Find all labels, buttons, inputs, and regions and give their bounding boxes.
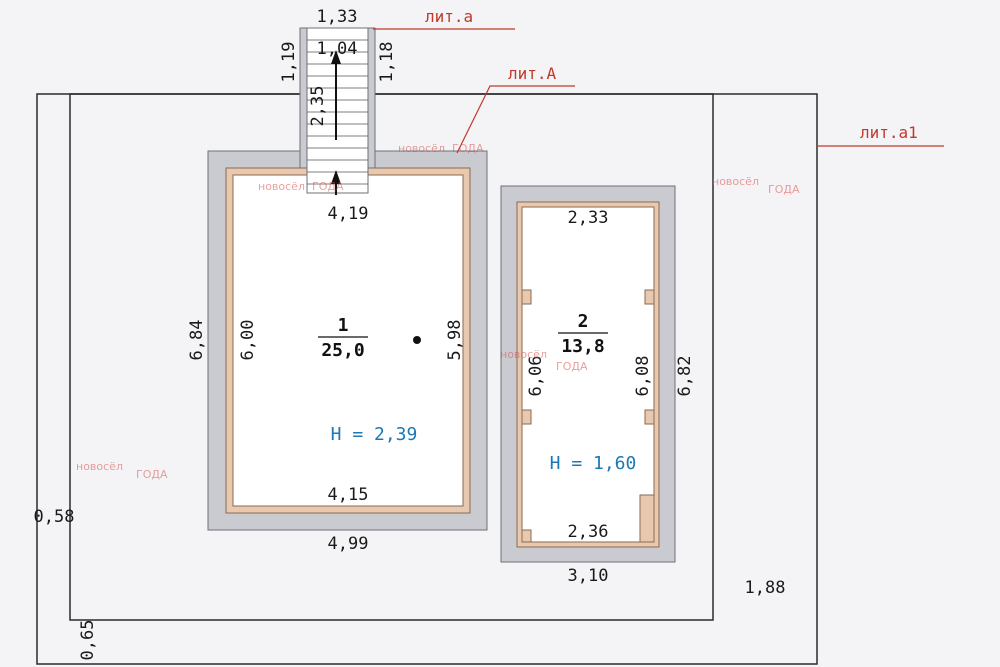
watermark-tag: ГОДА [556,360,588,373]
dim-room1-left-outer: 6,84 [187,320,207,361]
dim-room2-top: 2,33 [568,208,609,228]
watermark-tag: ГОДА [452,142,484,155]
dim-stair-inner: 1,04 [317,39,358,59]
room2-area: 13,8 [561,336,604,357]
dim-stair-length: 2,35 [308,86,328,127]
dim-left-gap: 0,58 [34,507,75,527]
dim-room1-left-inner: 6,00 [238,320,258,361]
dim-room1-bottom-inner: 4,15 [328,485,369,505]
dim-room1-bottom-outer: 4,99 [328,534,369,554]
dim-room1-top: 4,19 [328,204,369,224]
watermark-4: новосёл ГОДА [76,460,168,481]
room2-number: 2 [578,311,589,332]
room1-floor [232,174,464,507]
watermark-3: новосёл ГОДА [712,175,800,196]
label-lit-a1: лит.а1 [860,123,918,142]
room1-number: 1 [338,315,349,336]
room1-center-marker [413,336,421,344]
watermark-brand: новосёл [500,348,547,361]
dim-room1-right: 5,98 [445,320,465,361]
dim-room2-bottom-outer: 3,10 [568,566,609,586]
dim-stair-left: 1,19 [279,42,299,83]
room1-label: 1 25,0 [318,315,368,361]
watermark-brand: новосёл [712,175,759,188]
leader-lit-A [456,85,575,154]
dim-bottom-gap: 0,65 [78,620,98,661]
watermark-5: новосёл ГОДА [500,348,588,373]
watermark-brand: новосёл [258,180,305,193]
dim-right-gap: 1,88 [745,578,786,598]
dim-room2-right-outer: 6,82 [675,356,695,397]
watermark-2: новосёл ГОДА [398,142,484,155]
dim-room2-left: 6,06 [526,356,546,397]
stair-direction-arrow [331,50,341,195]
outer-boundary-inner [69,93,714,621]
watermark-brand: новосёл [398,142,445,155]
dim-room2-right-inner: 6,08 [633,356,653,397]
watermark-tag: ГОДА [136,468,168,481]
room1-area: 25,0 [321,340,364,361]
room2-pilasters [521,289,655,543]
stair-steps [307,39,368,185]
label-lit-a: лит.а [425,7,473,26]
label-lit-A: лит.А [508,64,557,83]
room1-height: Н = 2,39 [331,424,418,445]
watermark-tag: ГОДА [768,183,800,196]
dim-stair-top: 1,33 [317,7,358,27]
watermark-brand: новосёл [76,460,123,473]
watermark-tag: ГОДА [312,180,344,193]
watermark-1: новосёл ГОДА [258,180,344,193]
room2-floor [521,206,655,543]
dim-room2-bottom-inner: 2,36 [568,522,609,542]
room2-height: Н = 1,60 [550,453,637,474]
dim-stair-right: 1,18 [377,42,397,83]
room2-label: 2 13,8 [558,311,608,357]
